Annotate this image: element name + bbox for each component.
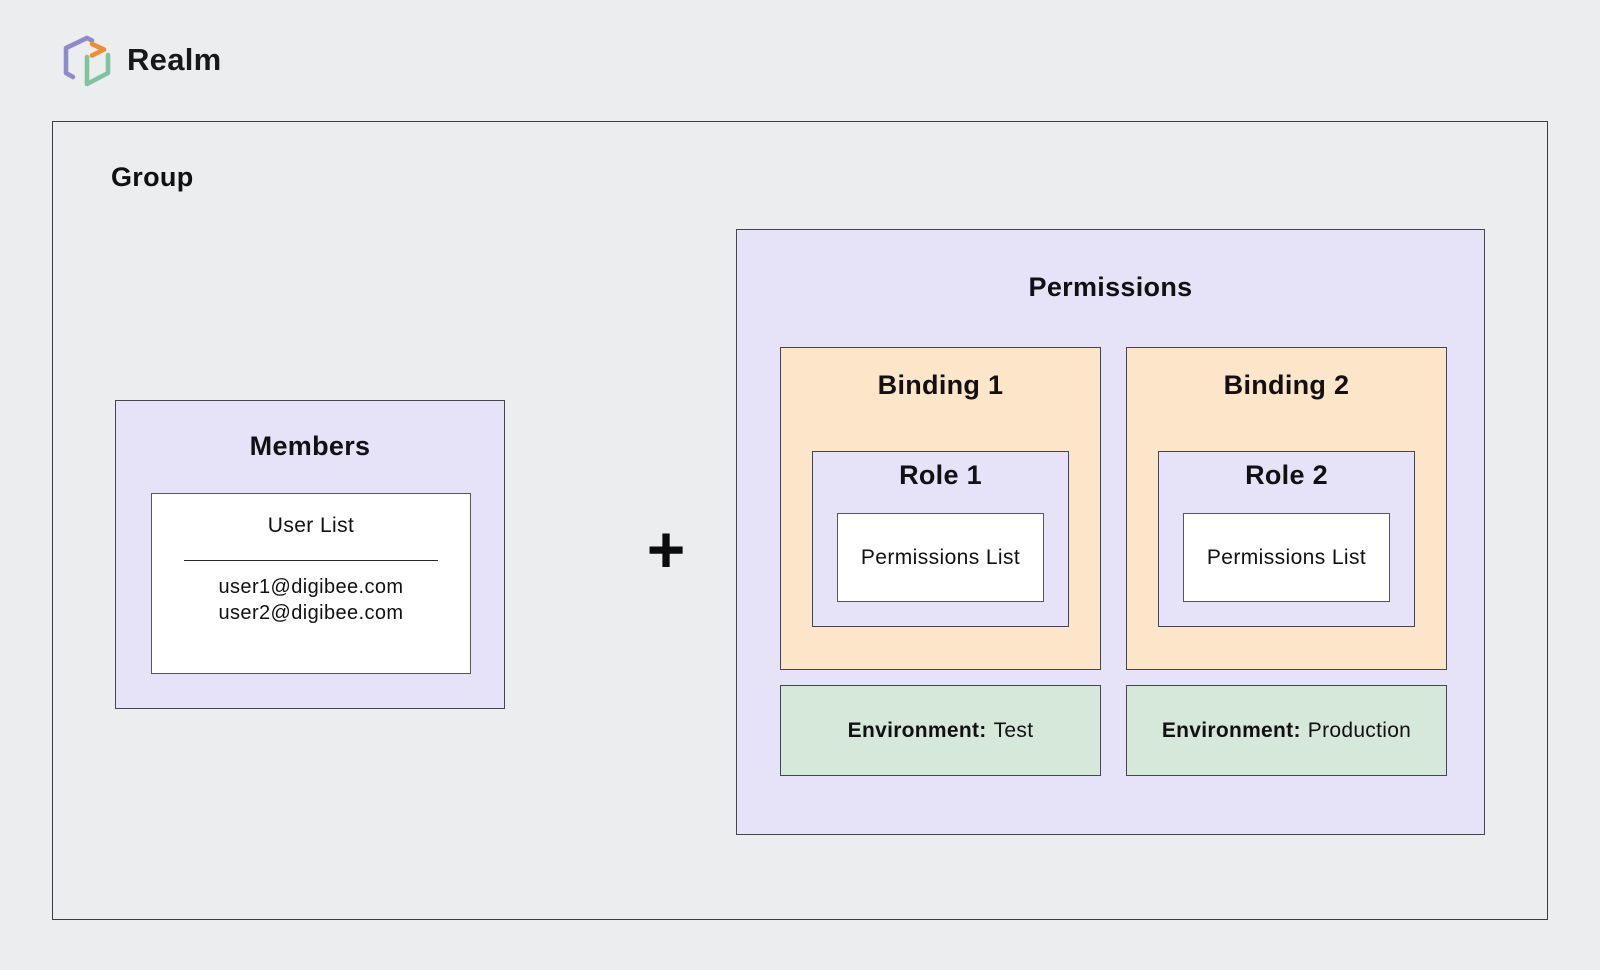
binding-2-container: Binding 2 Role 2 Permissions List <box>1126 347 1447 670</box>
permissions-title: Permissions <box>1028 272 1193 302</box>
environment-tag-test: Environment: Test <box>780 685 1101 776</box>
role-2-title: Role 2 <box>1245 460 1328 490</box>
group-container: Group Members User List user1@digibee.co… <box>52 121 1548 920</box>
user-list-title: User List <box>267 514 355 537</box>
user-emails: user1@digibee.com user2@digibee.com <box>152 574 470 626</box>
environment-value-1: Test <box>993 718 1034 742</box>
permissions-container: Permissions Binding 1 Role 1 Permissions… <box>736 229 1485 835</box>
members-title: Members <box>249 431 371 461</box>
members-container: Members User List user1@digibee.com user… <box>115 400 505 709</box>
binding-2-title: Binding 2 <box>1223 370 1350 400</box>
environment-label-1: Environment: <box>847 718 987 742</box>
user-list-card: User List user1@digibee.com user2@digibe… <box>151 493 471 674</box>
environment-value-2: Production <box>1307 718 1412 742</box>
permissions-list-text-1: Permissions List <box>860 545 1021 569</box>
role-1-container: Role 1 Permissions List <box>812 451 1069 627</box>
group-label: Group <box>111 162 194 192</box>
permissions-list-card-2: Permissions List <box>1183 513 1390 602</box>
brand-title: Realm <box>127 42 222 77</box>
role-1-title: Role 1 <box>899 460 982 490</box>
permissions-list-text-2: Permissions List <box>1206 545 1367 569</box>
environment-label-2: Environment: <box>1161 718 1301 742</box>
user-email-2: user2@digibee.com <box>218 602 404 624</box>
digibee-cube-icon <box>58 32 114 92</box>
environment-tag-production: Environment: Production <box>1126 685 1447 776</box>
user-email-1: user1@digibee.com <box>218 576 404 598</box>
binding-1-container: Binding 1 Role 1 Permissions List <box>780 347 1101 670</box>
plus-operator: + <box>646 512 686 586</box>
binding-1-title: Binding 1 <box>877 370 1004 400</box>
permissions-list-card-1: Permissions List <box>837 513 1044 602</box>
divider-line <box>184 560 438 561</box>
role-2-container: Role 2 Permissions List <box>1158 451 1415 627</box>
